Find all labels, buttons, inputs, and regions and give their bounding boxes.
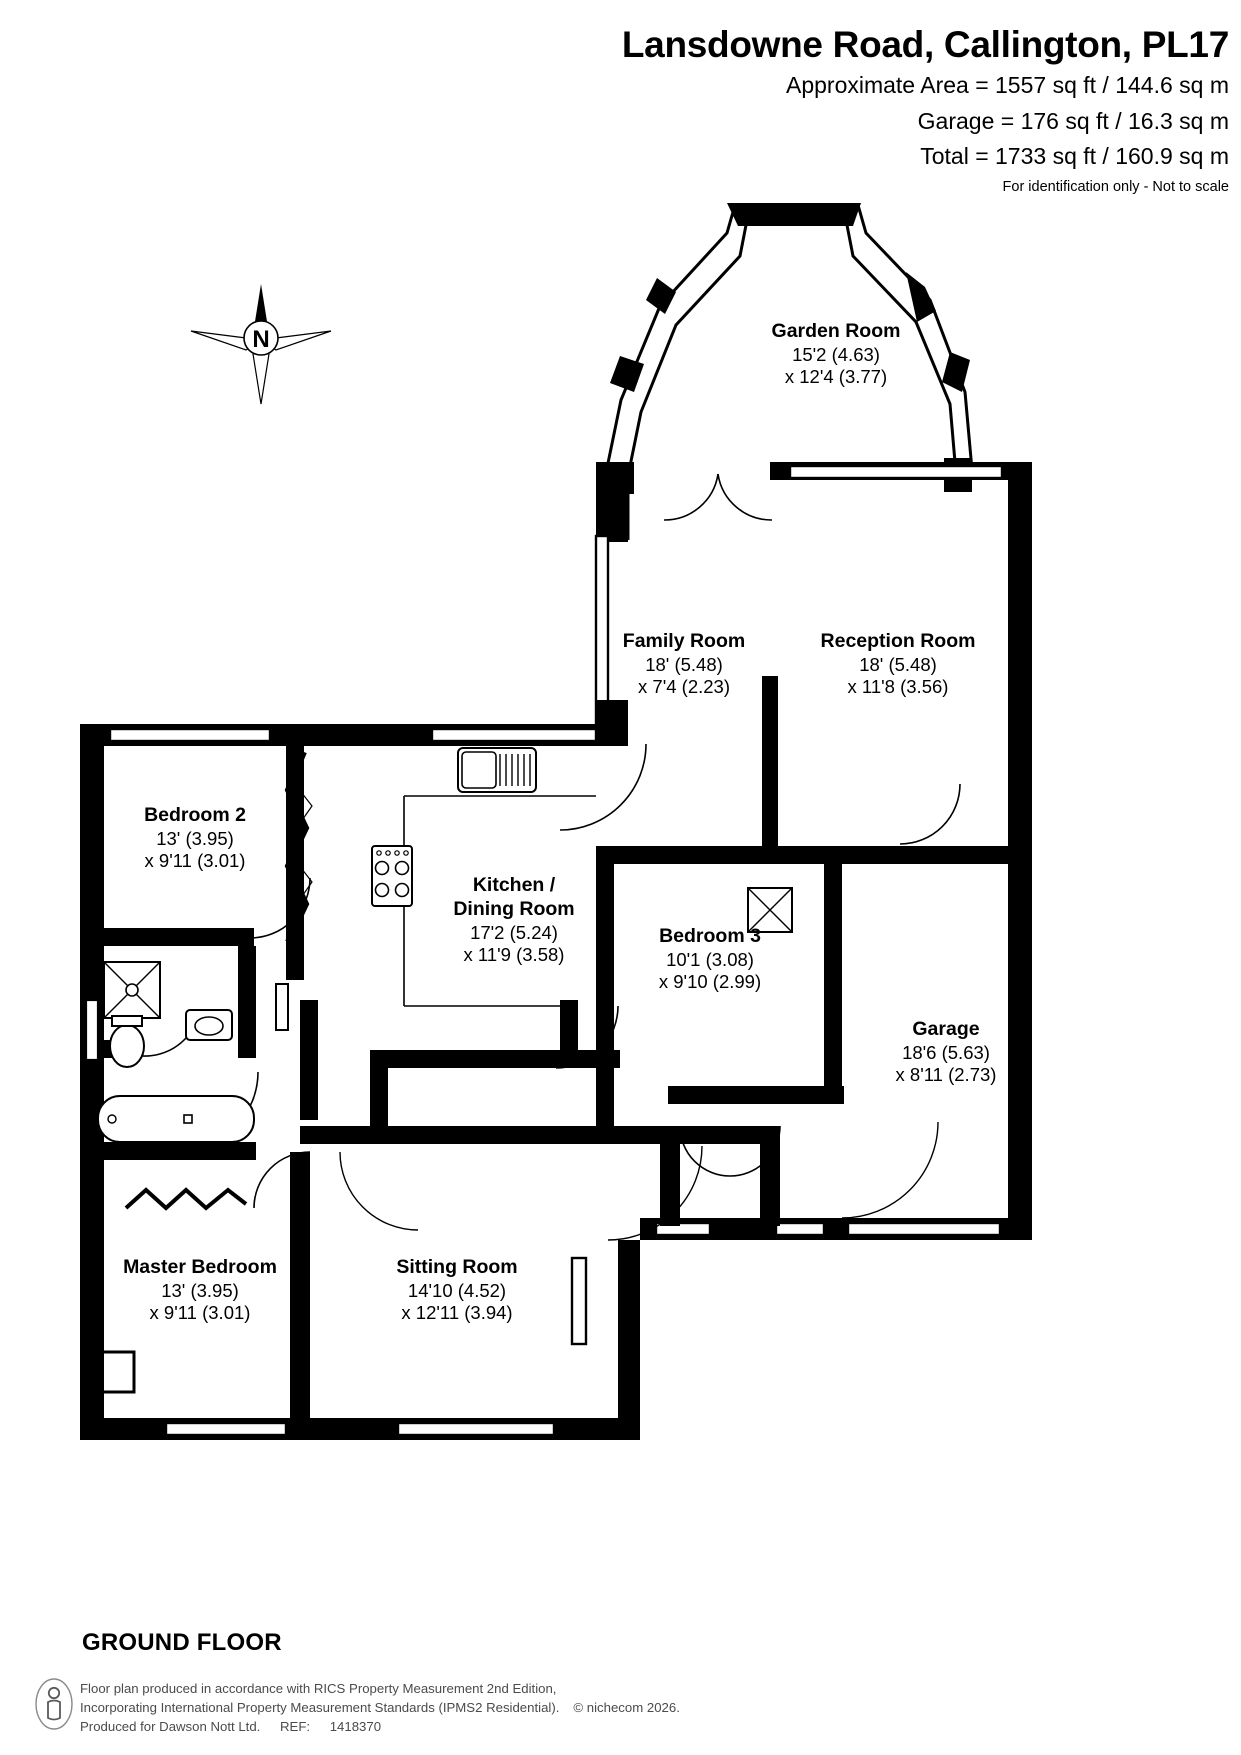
compass-icon: N bbox=[190, 284, 332, 405]
room-label-kitchen-dining-room: Kitchen / Dining Room 17'2 (5.24) x 11'9… bbox=[453, 874, 575, 966]
room-label-bedroom-2: Bedroom 2 13' (3.95) x 9'11 (3.01) bbox=[144, 804, 246, 872]
room-outline-garden-room bbox=[605, 203, 974, 540]
footer-line-3: Produced for Dawson Nott Ltd. REF: 14183… bbox=[80, 1718, 680, 1737]
exterior-walls bbox=[80, 462, 1032, 1440]
header-block: Lansdowne Road, Callington, PL17 Approxi… bbox=[621, 24, 1229, 196]
person-icon bbox=[34, 1678, 74, 1730]
produced-for-text: Produced for Dawson Nott Ltd. bbox=[80, 1718, 261, 1734]
svg-text:N: N bbox=[252, 326, 269, 353]
page-title: Lansdowne Road, Callington, PL17 bbox=[621, 24, 1229, 65]
ref-number: 1418370 bbox=[329, 1718, 382, 1734]
bifold-doors bbox=[124, 750, 313, 1211]
footer-text: Floor plan produced in accordance with R… bbox=[80, 1678, 680, 1737]
room-label-bedroom-3: Bedroom 3 10'1 (3.08) x 9'10 (2.99) bbox=[658, 925, 762, 993]
room-label-family-room: Family Room 18' (5.48) x 7'4 (2.23) bbox=[622, 630, 746, 698]
garage-area-text: Garage = 176 sq ft / 16.3 sq m bbox=[917, 107, 1229, 134]
footer-line-2: Incorporating International Property Mea… bbox=[80, 1699, 680, 1718]
footer-block: Floor plan produced in accordance with R… bbox=[34, 1678, 680, 1737]
disclaimer-text: For identification only - Not to scale bbox=[1002, 179, 1229, 196]
approximate-area-text: Approximate Area = 1557 sq ft / 144.6 sq… bbox=[785, 71, 1229, 98]
room-label-garage: Garage 18'6 (5.63) x 8'11 (2.73) bbox=[895, 1018, 997, 1086]
room-label-reception-room: Reception Room 18' (5.48) x 11'8 (3.56) bbox=[820, 630, 976, 698]
compass-rose: N bbox=[186, 276, 336, 411]
room-label-master-bedroom: Master Bedroom 13' (3.95) x 9'11 (3.01) bbox=[123, 1256, 277, 1324]
floor-title: GROUND FLOOR bbox=[82, 1629, 282, 1656]
footer-line-1: Floor plan produced in accordance with R… bbox=[80, 1681, 557, 1696]
footer-line-2-text: Incorporating International Property Mea… bbox=[80, 1699, 560, 1715]
copyright-text: © nichecom 2026. bbox=[573, 1699, 680, 1715]
room-label-garden-room: Garden Room 15'2 (4.63) x 12'4 (3.77) bbox=[771, 320, 901, 388]
room-label-sitting-room: Sitting Room 14'10 (4.52) x 12'11 (3.94) bbox=[396, 1256, 518, 1324]
total-area-text: Total = 1733 sq ft / 160.9 sq m bbox=[920, 143, 1229, 170]
fixtures bbox=[97, 747, 793, 1346]
ref-label: REF: bbox=[280, 1718, 311, 1734]
interior-walls bbox=[104, 676, 1014, 1440]
